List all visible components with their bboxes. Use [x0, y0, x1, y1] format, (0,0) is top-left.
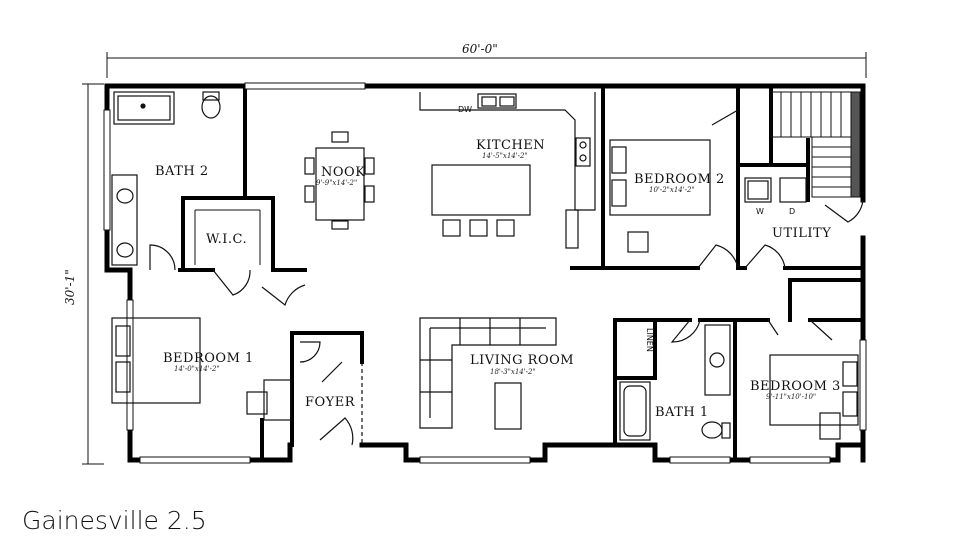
room-linen-label: LINEN: [645, 328, 654, 352]
interior-walls: [105, 84, 865, 462]
room-bedroom2-size: 10'-2"x14'-2": [649, 186, 695, 194]
room-kitchen-size: 14'-5"x14'-2": [482, 152, 528, 160]
room-bath2-label: BATH 2: [155, 164, 209, 179]
utility-fixtures: [744, 177, 807, 203]
room-bedroom3-size: 9'-11"x10'-10": [766, 393, 816, 401]
room-nook-label: NOOK: [321, 165, 365, 180]
room-bedroom1-label: BEDROOM 1: [163, 351, 254, 366]
bedroom3-furniture: [769, 354, 859, 440]
room-utility-label: UTILITY: [772, 226, 831, 241]
room-bedroom3-label: BEDROOM 3: [750, 379, 841, 394]
dishwasher-label: DW: [458, 105, 472, 114]
bath2-fixtures: [111, 91, 221, 266]
depth-dimension-label: 30'-1": [63, 269, 77, 305]
room-bath1-label: BATH 1: [655, 405, 709, 420]
room-kitchen-label: KITCHEN: [476, 138, 545, 153]
room-bedroom1-size: 14'-0"x14'-2": [174, 365, 220, 373]
bedroom2-furniture: [609, 139, 711, 253]
room-wic-label: W.I.C.: [206, 232, 247, 247]
depth-dimension: [82, 83, 104, 465]
doors: [149, 109, 864, 446]
dryer-label: D: [789, 207, 795, 216]
kitchen-fixtures: [419, 92, 596, 249]
room-foyer-label: FOYER: [305, 395, 356, 410]
plan-title: Gainesville 2.5: [22, 506, 207, 535]
living-furniture: [419, 317, 557, 430]
bedroom1-furniture: [111, 317, 292, 421]
room-nook-size: 9'-9"x14'-2": [316, 179, 357, 187]
wic-shelves: [194, 209, 261, 265]
bath1-fixtures: [619, 324, 731, 441]
room-living-label: LIVING ROOM: [470, 353, 574, 368]
room-living-size: 18'-3"x14'-2": [490, 368, 536, 376]
stairs: [770, 91, 861, 198]
nook-table: [304, 131, 375, 230]
width-dimension-label: 60'-0": [462, 42, 498, 56]
room-bedroom2-label: BEDROOM 2: [634, 172, 725, 187]
width-dimension: [106, 52, 867, 78]
washer-label: W: [756, 207, 764, 216]
